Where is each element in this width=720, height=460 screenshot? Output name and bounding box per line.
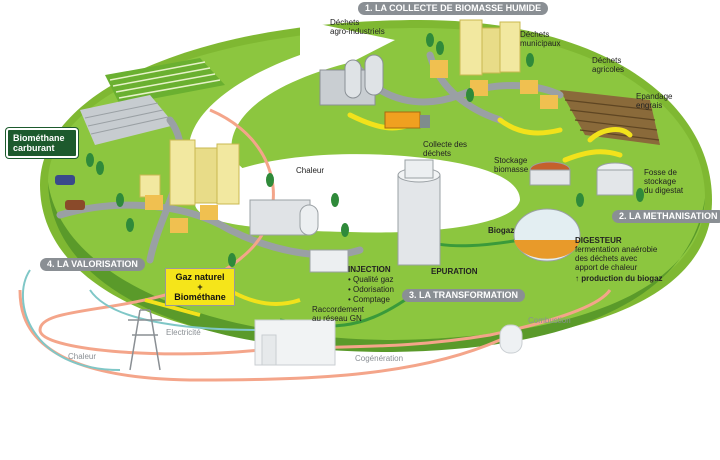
label-chaleur-left: Chaleur: [68, 352, 97, 361]
buildings: [55, 19, 634, 371]
injection-item: Comptage: [348, 295, 394, 305]
injection-item: Odorisation: [348, 285, 394, 295]
label-digesteur-title: DIGESTEUR: [575, 236, 622, 245]
trees: [86, 33, 644, 267]
badge-biomethane-carburant: Biométhane carburant: [6, 128, 78, 158]
step-2-methanisation: 2. LA METHANISATION: [612, 210, 720, 223]
label-combustion: Combustion: [528, 316, 571, 325]
network-lines: [18, 108, 612, 382]
injection-list: Qualité gaz Odorisation Comptage: [348, 275, 394, 305]
label-production-biogaz: ↑ production du biogaz: [575, 274, 663, 283]
label-biogaz: Biogaz: [488, 226, 515, 235]
label-cogeneration: Cogénération: [355, 354, 404, 363]
label-dechets-agro: Déchets agro-industriels: [330, 18, 385, 36]
label-digesteur-desc: fermentation anaérobie des déchets avec …: [575, 245, 658, 272]
label-epandage: Epandage engrais: [636, 92, 673, 110]
label-dechets-municipaux: Déchets municipaux: [520, 30, 561, 48]
injection-item: Qualité gaz: [348, 275, 394, 285]
label-collecte: Collecte des déchets: [423, 140, 468, 158]
label-epuration: EPURATION: [431, 267, 478, 276]
step-3-transformation: 3. LA TRANSFORMATION: [402, 289, 525, 302]
step-4-valorisation: 4. LA VALORISATION: [40, 258, 145, 271]
label-injection-title: INJECTION: [348, 265, 391, 274]
label-fosse: Fosse de stockage du digestat: [644, 168, 684, 195]
label-stockage-biomasse: Stockage biomasse: [494, 156, 529, 174]
step-1-collecte: 1. LA COLLECTE DE BIOMASSE HUMIDE: [358, 2, 549, 15]
badge-gaz-naturel-biomethane: Gaz naturel + Biométhane: [165, 268, 235, 306]
fields: [80, 58, 660, 145]
label-chaleur-top: Chaleur: [296, 166, 325, 175]
label-dechets-agricoles: Déchets agricoles: [592, 56, 625, 74]
label-raccordement: Raccordement au réseau GN: [312, 305, 365, 323]
label-electricite: Electricité: [166, 328, 201, 337]
